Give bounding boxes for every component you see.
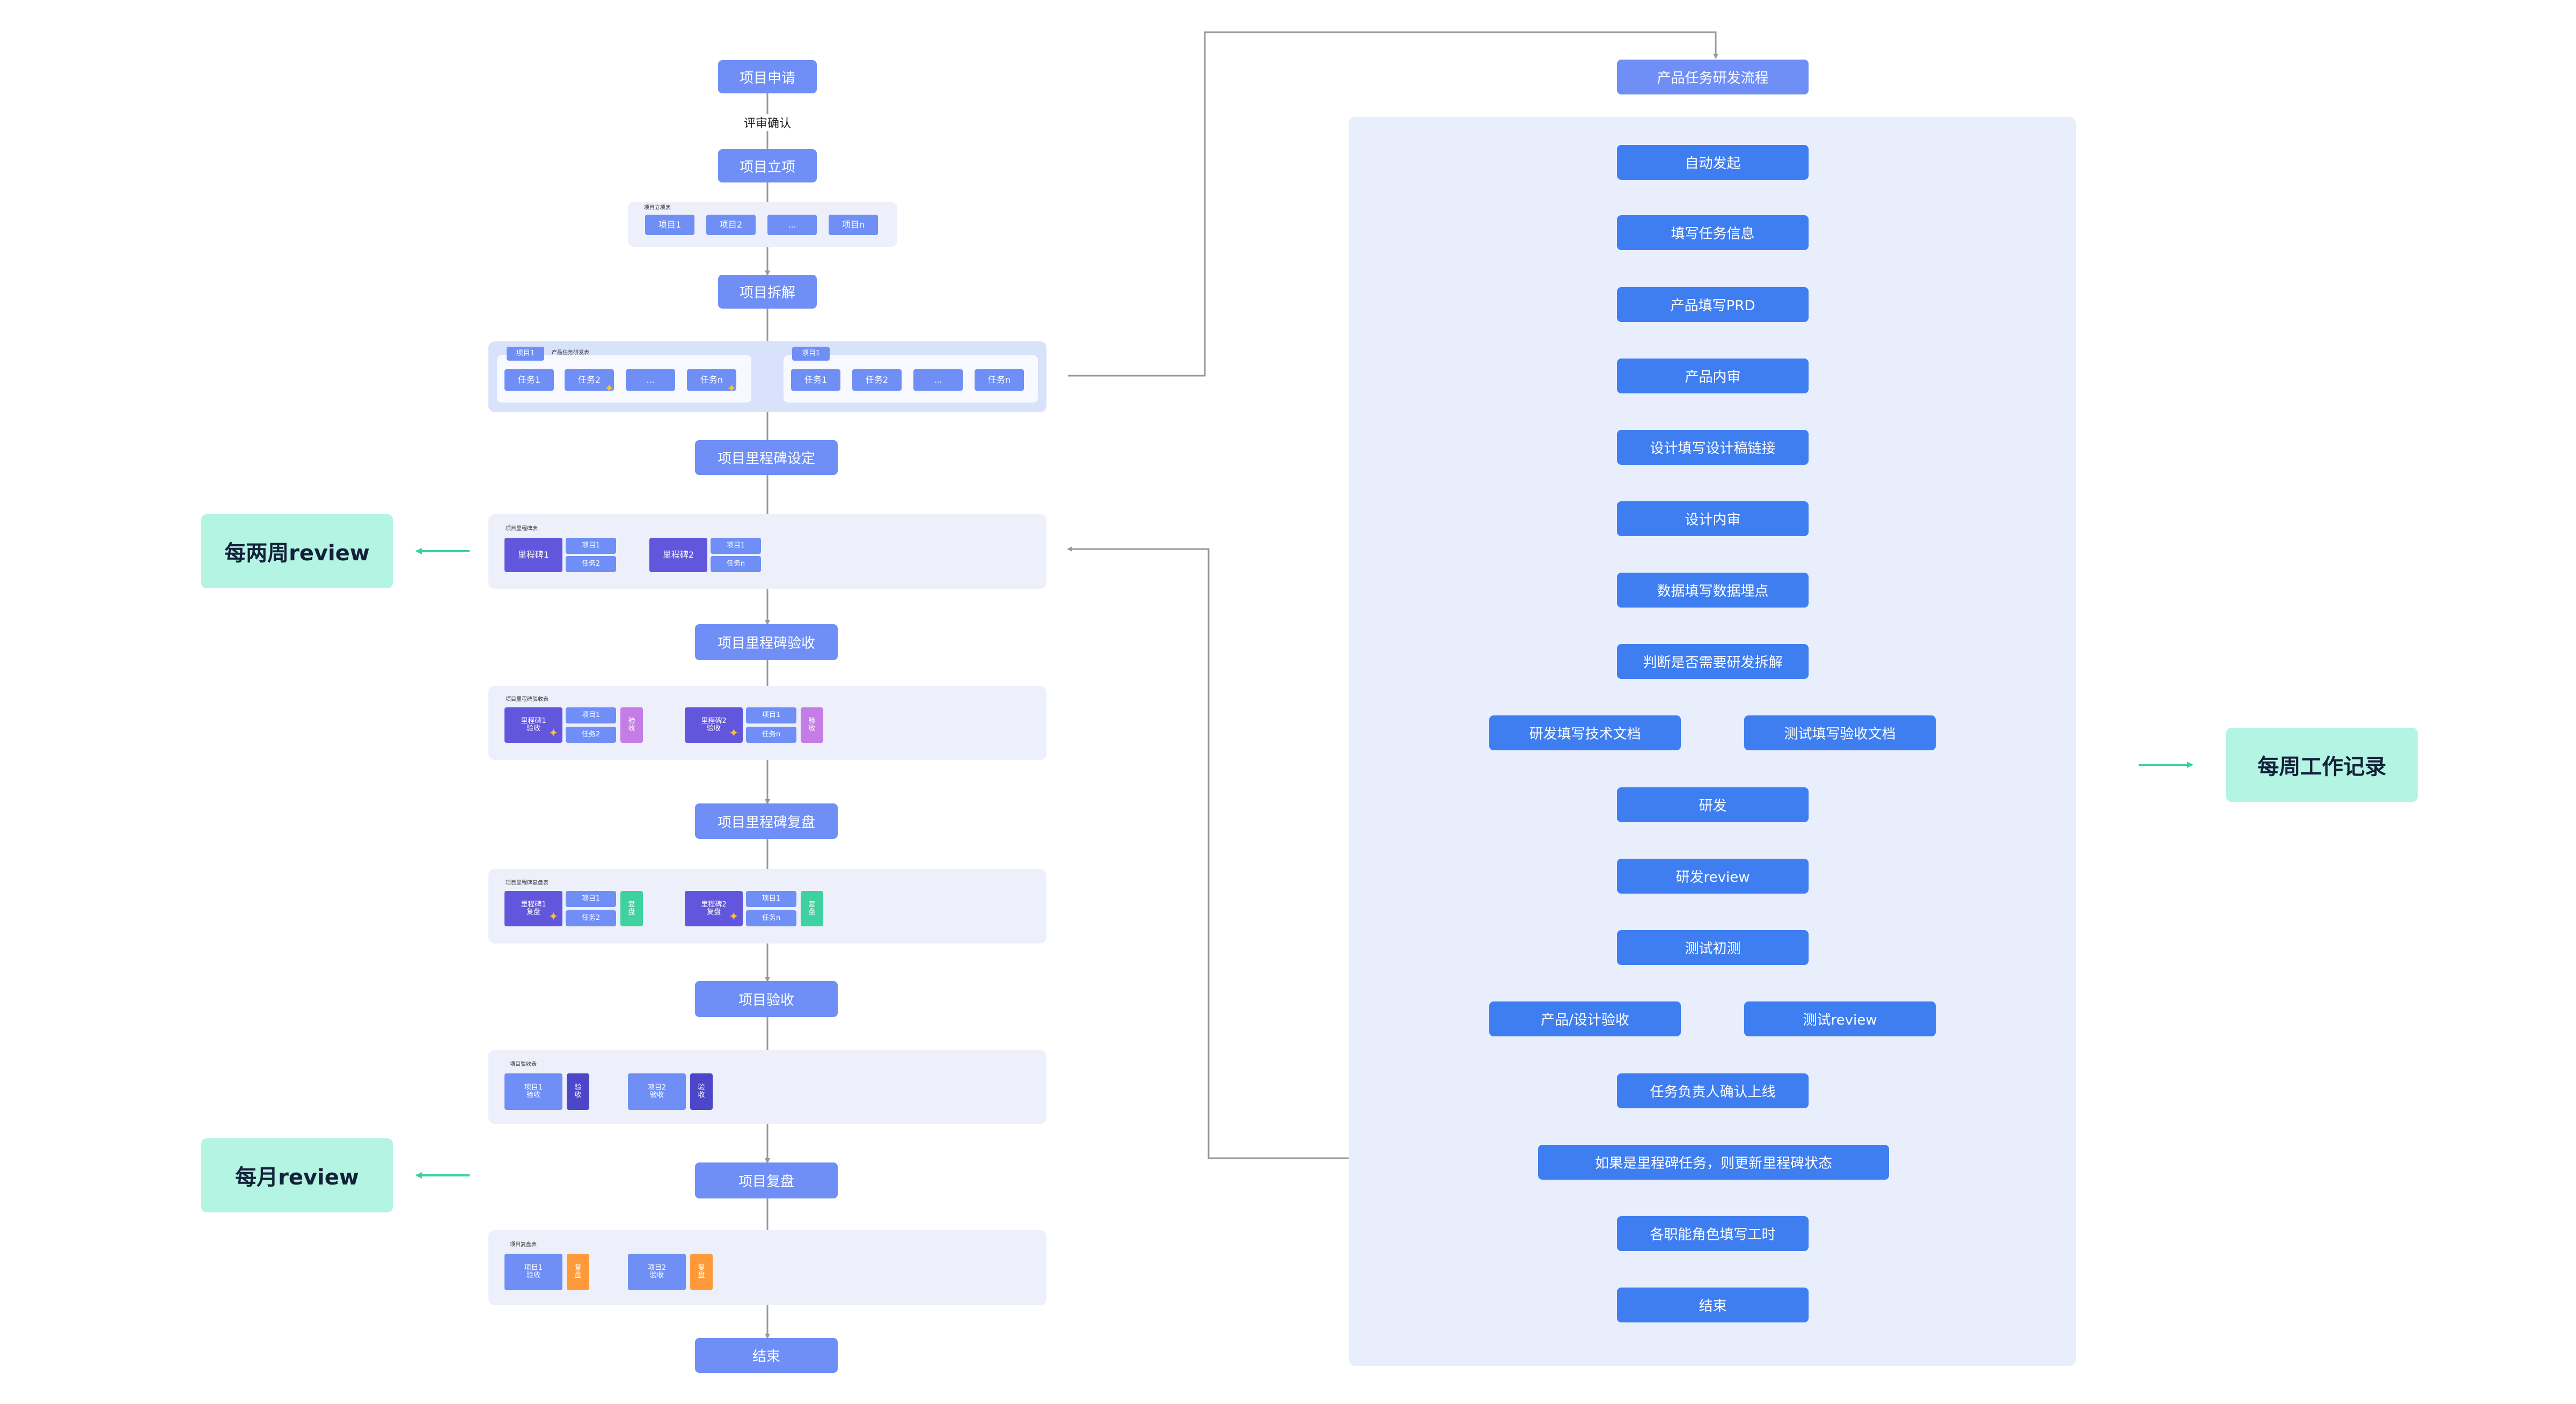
fill-prd-node[interactable]: 产品填写PRD bbox=[1617, 287, 1809, 322]
milestone-2[interactable]: 里程碑2 bbox=[649, 538, 707, 572]
review-milestone-1[interactable]: 里程碑1 复盘 bbox=[504, 891, 562, 926]
project-accept-item-2[interactable]: 项目2 验收 bbox=[628, 1073, 686, 1110]
project-review-tag-1: 复 盘 bbox=[567, 1254, 589, 1290]
design-link-node[interactable]: 设计填写设计稿链接 bbox=[1617, 430, 1809, 465]
milestone-table-caption: 项目里程碑表 bbox=[506, 526, 538, 532]
milestone-review-node[interactable]: 项目里程碑复盘 bbox=[695, 803, 838, 839]
test-review-node[interactable]: 测试review bbox=[1744, 1001, 1936, 1036]
approve-item-ellipsis[interactable]: ... bbox=[767, 215, 817, 235]
split-right-item-2[interactable]: 任务2 bbox=[852, 369, 902, 391]
product-accept-node[interactable]: 产品/设计验收 bbox=[1489, 1001, 1681, 1036]
project-accept-tag-2: 验 收 bbox=[690, 1073, 713, 1110]
design-internal-node[interactable]: 设计内审 bbox=[1617, 501, 1809, 536]
review-2-tag: 复 盘 bbox=[801, 891, 823, 926]
project-apply-node[interactable]: 项目申请 bbox=[718, 60, 817, 93]
develop-node[interactable]: 研发 bbox=[1617, 787, 1809, 822]
project-review-caption: 项目复盘表 bbox=[510, 1242, 537, 1248]
review-1-tag: 复 盘 bbox=[620, 891, 643, 926]
approve-item-2[interactable]: 项目2 bbox=[706, 215, 756, 235]
star-icon: ✦ bbox=[729, 727, 739, 740]
test-initial-node[interactable]: 测试初测 bbox=[1617, 930, 1809, 965]
auto-start-node[interactable]: 自动发起 bbox=[1617, 145, 1809, 180]
update-milestone-node[interactable]: 如果是里程碑任务，则更新里程碑状态 bbox=[1538, 1145, 1889, 1180]
owner-confirm-node[interactable]: 任务负责人确认上线 bbox=[1617, 1073, 1809, 1108]
star-icon: ✦ bbox=[548, 727, 559, 740]
project-approve-node[interactable]: 项目立项 bbox=[718, 149, 817, 182]
milestone-1[interactable]: 里程碑1 bbox=[504, 538, 562, 572]
project-review-tag-2: 复 盘 bbox=[690, 1254, 713, 1290]
accept-2-item-1[interactable]: 项目1 bbox=[746, 707, 796, 723]
project-review-item-2[interactable]: 项目2 验收 bbox=[628, 1254, 686, 1290]
star-icon: ✦ bbox=[548, 910, 559, 924]
dev-review-node[interactable]: 研发review bbox=[1617, 859, 1809, 894]
split-right-item-ellipsis[interactable]: ... bbox=[913, 369, 963, 391]
approve-item-n[interactable]: 项目n bbox=[829, 215, 878, 235]
weekly-work-record: 每周工作记录 bbox=[2226, 728, 2418, 802]
dev-doc-node[interactable]: 研发填写技术文档 bbox=[1489, 715, 1681, 750]
test-doc-node[interactable]: 测试填写验收文档 bbox=[1744, 715, 1936, 750]
accept-milestone-1[interactable]: 里程碑1 验收 bbox=[504, 707, 562, 743]
data-points-node[interactable]: 数据填写数据埋点 bbox=[1617, 573, 1809, 608]
judge-split-node[interactable]: 判断是否需要研发拆解 bbox=[1617, 644, 1809, 679]
approve-table-caption: 项目立项表 bbox=[644, 205, 671, 211]
review-1-item-1[interactable]: 项目1 bbox=[566, 891, 616, 907]
project-accept-item-1[interactable]: 项目1 验收 bbox=[504, 1073, 562, 1110]
accept-milestone-2[interactable]: 里程碑2 验收 bbox=[685, 707, 743, 743]
fill-task-node[interactable]: 填写任务信息 bbox=[1617, 215, 1809, 250]
milestone-1-item-1[interactable]: 项目1 bbox=[566, 538, 616, 554]
milestone-accept-node[interactable]: 项目里程碑验收 bbox=[695, 624, 838, 660]
review-1-item-2[interactable]: 任务2 bbox=[566, 910, 616, 926]
project-review-item-1[interactable]: 项目1 验收 bbox=[504, 1254, 562, 1290]
milestone-2-item-2[interactable]: 任务n bbox=[711, 556, 761, 572]
accept-1-item-1[interactable]: 项目1 bbox=[566, 707, 616, 723]
split-left-item-1[interactable]: 任务1 bbox=[504, 369, 554, 391]
left-end-node[interactable]: 结束 bbox=[695, 1338, 838, 1373]
project-accept-caption: 项目验收表 bbox=[510, 1062, 537, 1067]
review-2-item-1[interactable]: 项目1 bbox=[746, 891, 796, 907]
biweekly-review: 每两周review bbox=[201, 514, 393, 588]
monthly-review: 每月review bbox=[201, 1138, 393, 1212]
review-2-item-2[interactable]: 任务n bbox=[746, 910, 796, 926]
accept-table-caption: 项目里程碑验收表 bbox=[506, 697, 548, 703]
accept-2-tag: 验 收 bbox=[801, 707, 823, 743]
approve-item-1[interactable]: 项目1 bbox=[645, 215, 694, 235]
split-right-tag: 项目1 bbox=[792, 347, 830, 361]
milestone-1-item-2[interactable]: 任务2 bbox=[566, 556, 616, 572]
review-milestone-2[interactable]: 里程碑2 复盘 bbox=[685, 891, 743, 926]
accept-1-item-2[interactable]: 任务2 bbox=[566, 727, 616, 743]
milestone-2-item-1[interactable]: 项目1 bbox=[711, 538, 761, 554]
split-left-item-n[interactable]: 任务n bbox=[687, 369, 736, 391]
right-flow-title[interactable]: 产品任务研发流程 bbox=[1617, 60, 1809, 94]
milestone-set-node[interactable]: 项目里程碑设定 bbox=[695, 440, 838, 475]
project-review-node[interactable]: 项目复盘 bbox=[695, 1162, 838, 1198]
split-right-item-1[interactable]: 任务1 bbox=[791, 369, 840, 391]
project-accept-node[interactable]: 项目验收 bbox=[695, 981, 838, 1017]
accept-2-item-2[interactable]: 任务n bbox=[746, 727, 796, 743]
split-left-tag: 项目1 bbox=[507, 347, 544, 361]
fill-hours-node[interactable]: 各职能角色填写工时 bbox=[1617, 1216, 1809, 1251]
star-icon: ✦ bbox=[729, 910, 739, 924]
project-accept-tag-1: 验 收 bbox=[567, 1073, 589, 1110]
star-icon: ✦ bbox=[727, 382, 737, 396]
split-right-item-n[interactable]: 任务n bbox=[975, 369, 1024, 391]
review-table-caption: 项目里程碑复盘表 bbox=[506, 880, 548, 886]
product-internal-node[interactable]: 产品内审 bbox=[1617, 359, 1809, 393]
project-split-node[interactable]: 项目拆解 bbox=[718, 275, 817, 309]
split-left-item-2[interactable]: 任务2 bbox=[565, 369, 614, 391]
right-end-node[interactable]: 结束 bbox=[1617, 1288, 1809, 1322]
review-confirm-label: 评审确认 bbox=[741, 114, 794, 131]
split-left-item-ellipsis[interactable]: ... bbox=[626, 369, 675, 391]
star-icon: ✦ bbox=[604, 382, 614, 396]
accept-1-tag: 验 收 bbox=[620, 707, 643, 743]
split-left-caption: 产品任务研发表 bbox=[552, 350, 589, 356]
